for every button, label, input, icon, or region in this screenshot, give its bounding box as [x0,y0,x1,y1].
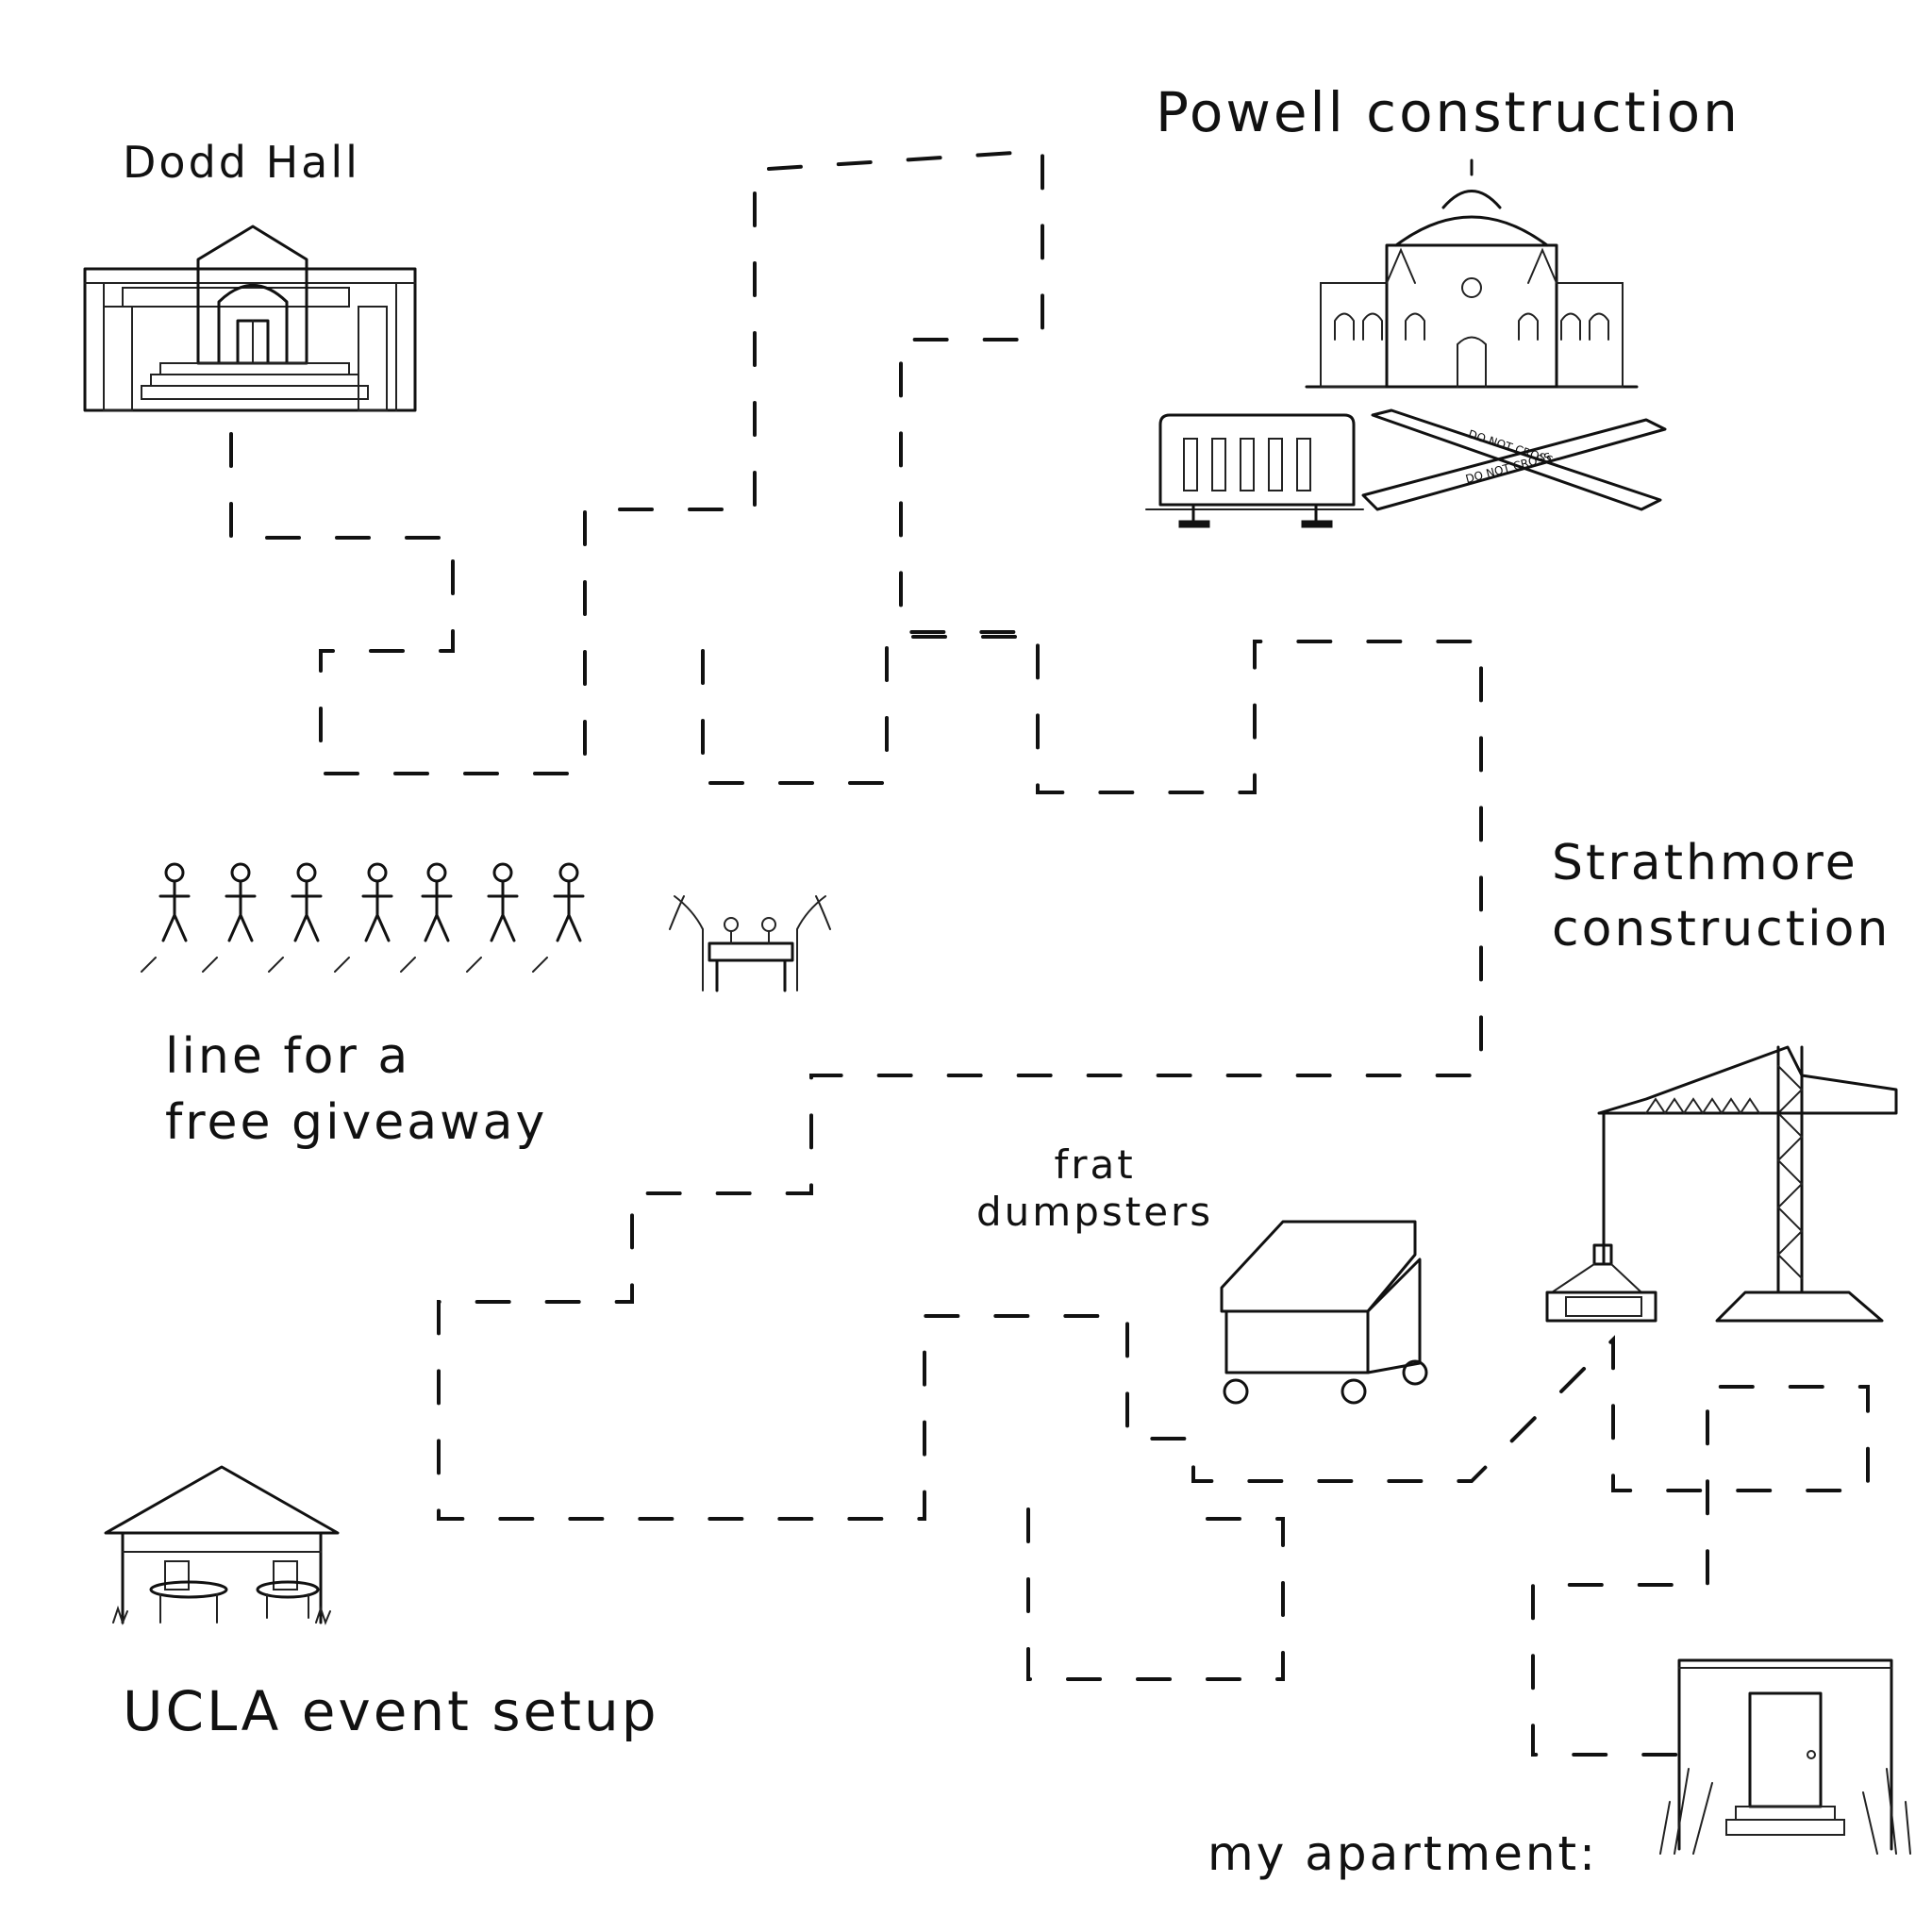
location-label-dodd-hall: Dodd Hall [123,137,360,188]
location-label-strathmore: Strathmore construction [1552,835,1891,958]
dumpster-icon [1220,1220,1428,1405]
stick-figure-icon [361,862,393,942]
giveaway-line-group [141,862,585,973]
tower-crane-icon [1545,1045,1898,1323]
dodd-hall-building-icon [83,225,417,412]
stick-figure-icon [225,862,257,942]
stick-figure-icon [158,862,191,942]
stick-figure-icon [487,862,519,942]
location-label-apartment: my apartment: [1208,1826,1598,1881]
powell-library-icon [1305,158,1639,389]
caution-tape-icon: DO NOT CROSS DO NOT CROSS [1361,408,1667,511]
route-path [229,148,1870,1757]
route-path [701,635,1040,785]
stick-figure-icon [291,862,323,942]
route-path [1026,1507,1285,1681]
stick-figure-icon [553,862,585,942]
stick-figure-icon [421,862,453,942]
giveaway-table-icon [669,895,831,992]
location-label-powell: Powell construction [1156,80,1740,144]
location-label-giveaway-line: line for a free giveaway [165,1028,548,1152]
location-label-ucla-event: UCLA event setup [123,1679,659,1743]
apartment-door-icon [1659,1658,1911,1855]
barricade-icon [1145,413,1364,528]
route-paths [229,148,1870,1757]
location-label-frat-dumpsters: frat dumpsters [976,1141,1214,1236]
gazebo-icon [104,1465,340,1625]
